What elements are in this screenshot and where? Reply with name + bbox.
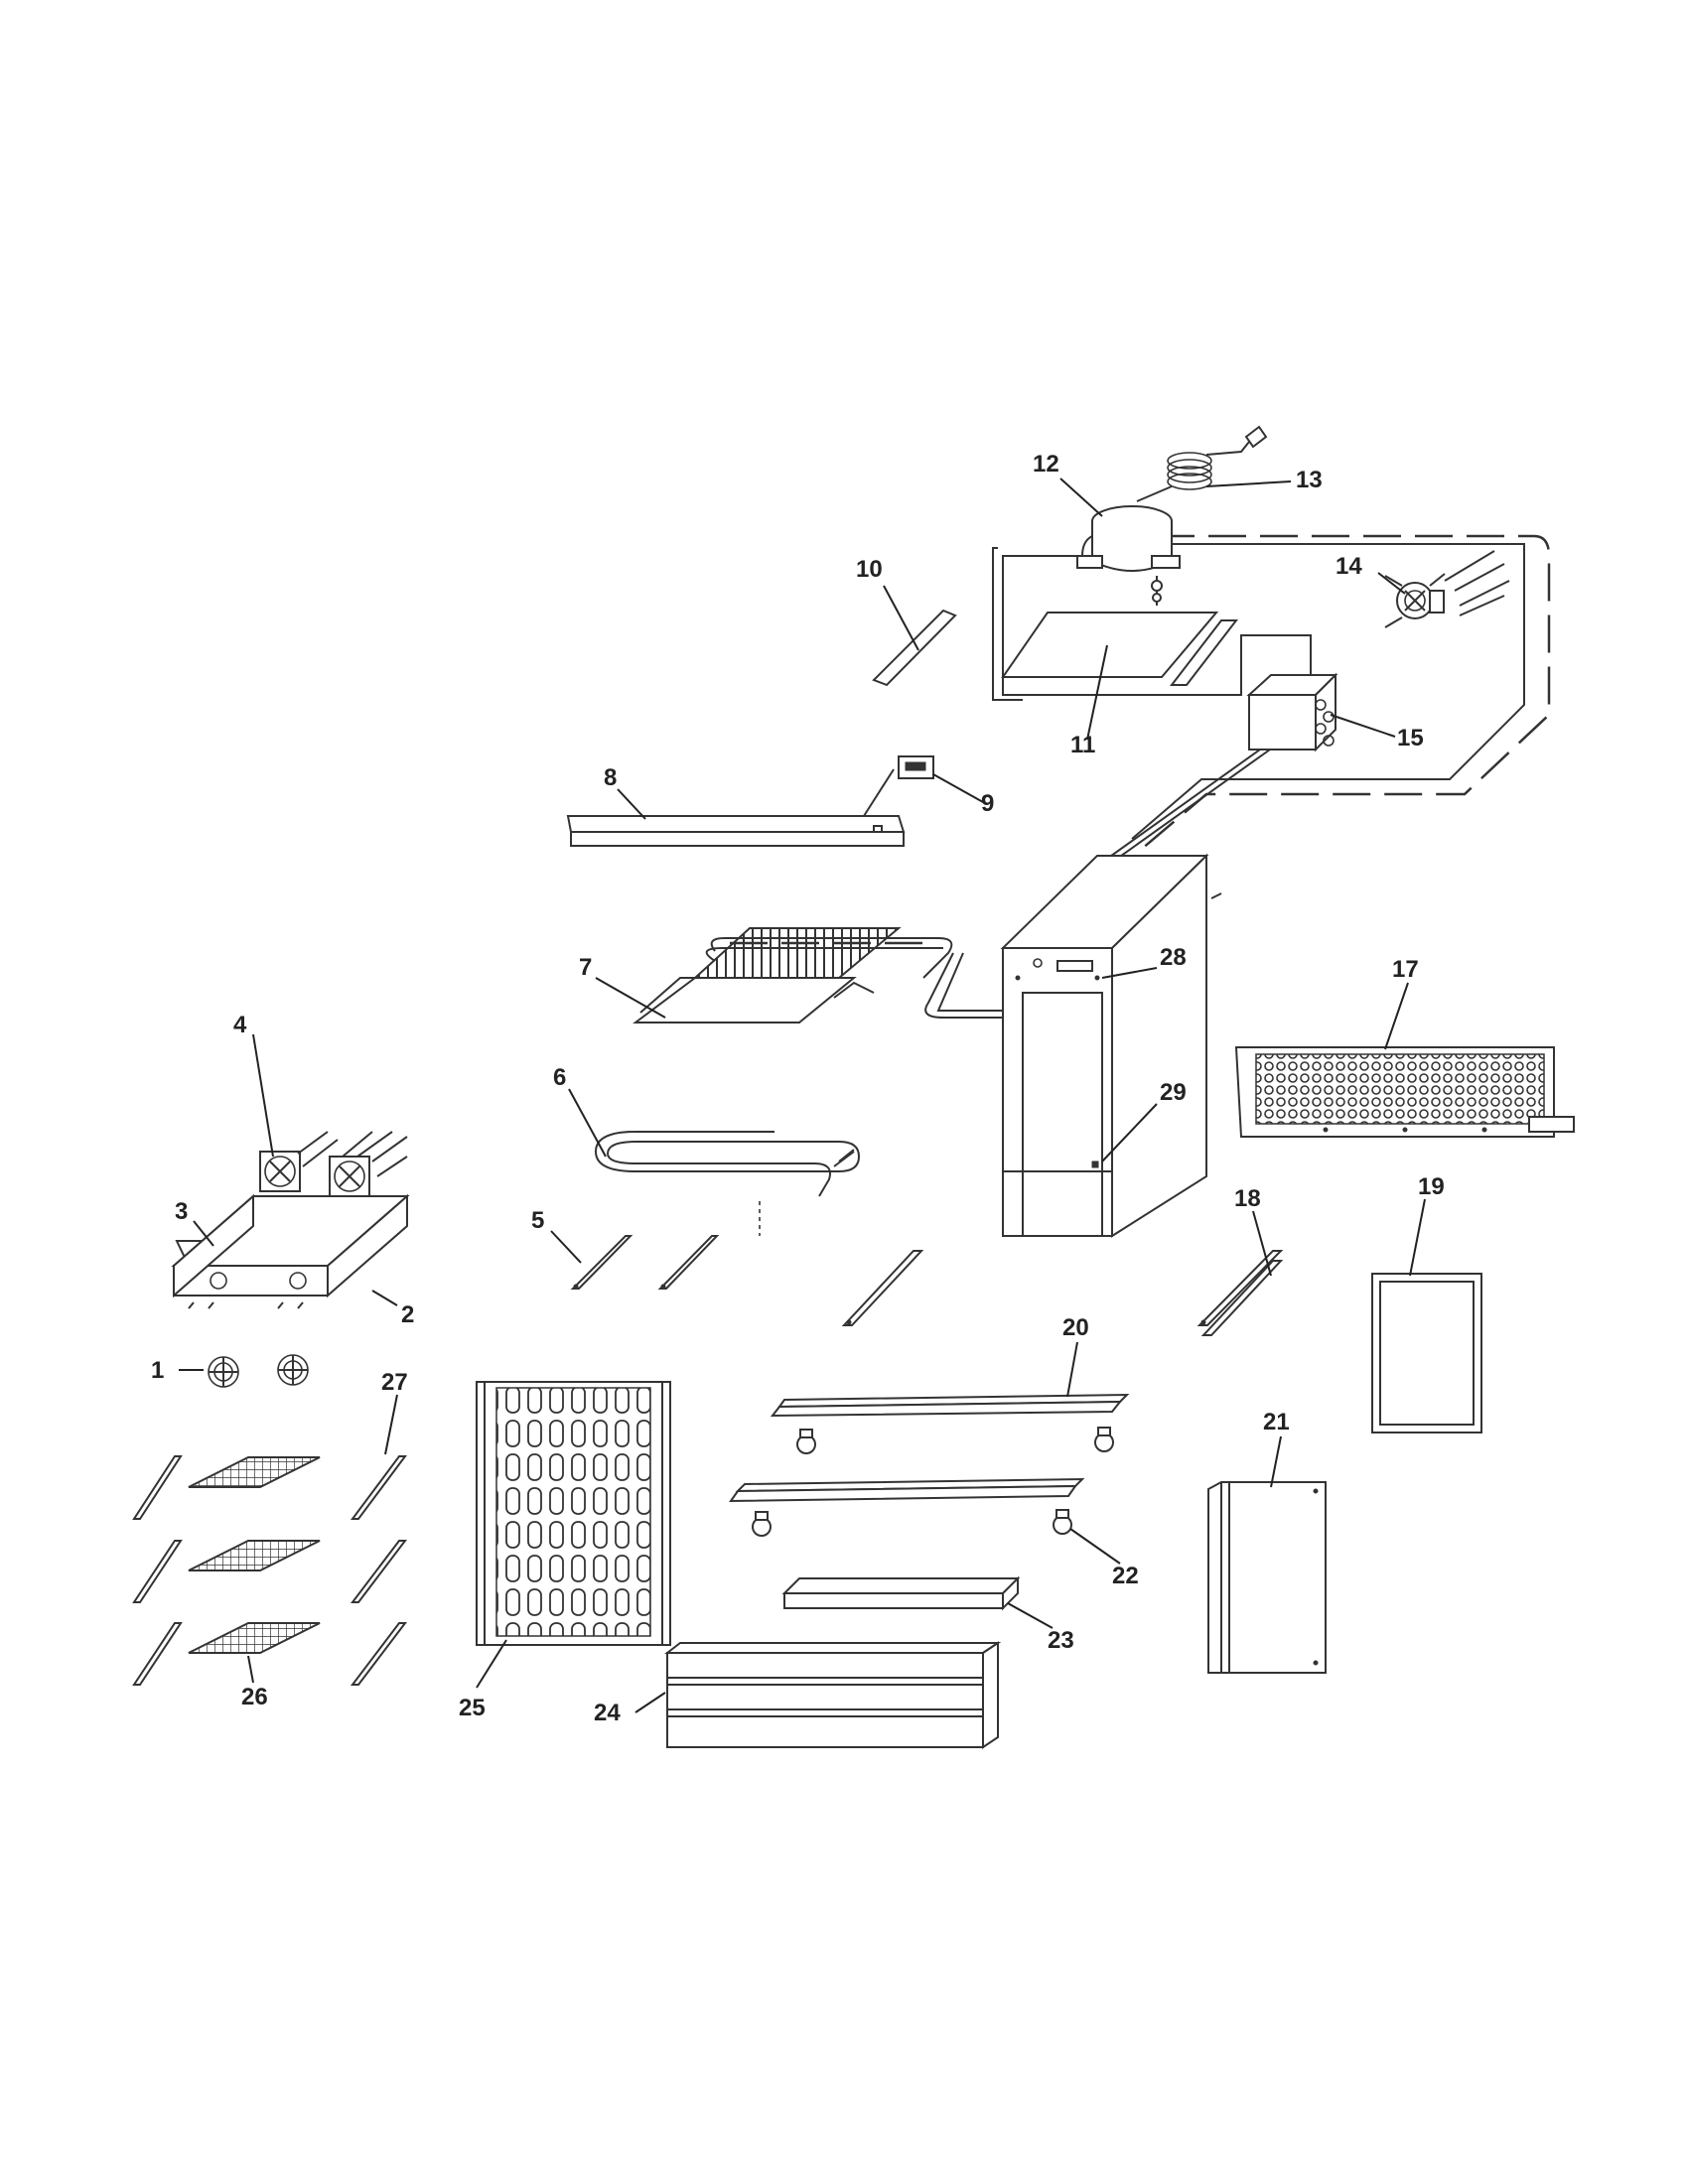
callout-6: 6 <box>553 1064 566 1091</box>
compressor[interactable] <box>1076 505 1181 606</box>
base-rails[interactable] <box>729 1393 1130 1503</box>
drain-heater[interactable] <box>594 1131 861 1236</box>
condenser[interactable] <box>1246 672 1338 752</box>
callout-7: 7 <box>579 954 592 981</box>
refrigerant-tubing <box>992 534 1551 899</box>
condenser-fan[interactable] <box>1384 550 1510 628</box>
callout-5: 5 <box>531 1207 544 1234</box>
callout-12: 12 <box>1033 451 1059 478</box>
louvered-kickplate[interactable] <box>664 1641 1002 1749</box>
compressor-base-plate[interactable] <box>1001 612 1239 686</box>
callout-26: 26 <box>241 1684 268 1710</box>
front-grille[interactable] <box>1234 1046 1575 1138</box>
callout-15: 15 <box>1397 725 1424 751</box>
drain-pan[interactable] <box>781 1575 1021 1611</box>
callout-22: 22 <box>1112 1563 1139 1589</box>
casters[interactable] <box>752 1427 1114 1537</box>
shelf-standards[interactable] <box>132 1455 408 1686</box>
bracket-10[interactable] <box>872 609 957 687</box>
callout-9: 9 <box>981 790 994 817</box>
shelf-support-rails[interactable] <box>570 1235 1284 1326</box>
callout-17: 17 <box>1392 956 1419 983</box>
callout-28: 28 <box>1160 944 1187 971</box>
evaporator-fans[interactable] <box>259 1131 408 1197</box>
callout-24: 24 <box>594 1700 621 1726</box>
callout-10: 10 <box>856 556 883 583</box>
callout-18: 18 <box>1234 1185 1261 1212</box>
callout-8: 8 <box>604 764 617 791</box>
wire-shelves[interactable] <box>188 1456 321 1654</box>
fan-guards[interactable] <box>208 1354 309 1388</box>
door-hinge-bracket[interactable] <box>1200 1260 1284 1336</box>
callout-20: 20 <box>1062 1314 1089 1341</box>
callout-labels: 1 2 3 4 5 6 7 8 9 10 11 12 13 14 15 17 1… <box>151 451 1445 1726</box>
cabinet[interactable] <box>1000 853 1209 1238</box>
front-rail[interactable] <box>566 815 906 847</box>
callout-3: 3 <box>175 1198 188 1225</box>
callout-11: 11 <box>1070 732 1095 758</box>
callout-13: 13 <box>1296 467 1323 493</box>
callout-2: 2 <box>401 1301 414 1328</box>
callout-21: 21 <box>1263 1409 1290 1435</box>
power-cord[interactable] <box>1136 425 1268 502</box>
callout-29: 29 <box>1160 1079 1187 1106</box>
callout-14: 14 <box>1336 553 1362 580</box>
evaporator[interactable] <box>633 927 1023 1024</box>
temperature-control[interactable] <box>863 755 934 817</box>
leader-lines <box>179 478 1426 1713</box>
callout-1: 1 <box>151 1357 164 1384</box>
callout-19: 19 <box>1418 1173 1445 1200</box>
callout-25: 25 <box>459 1695 486 1721</box>
callout-23: 23 <box>1048 1627 1074 1654</box>
door[interactable] <box>1207 1481 1327 1674</box>
evaporator-housing[interactable] <box>171 1193 410 1309</box>
callout-27: 27 <box>381 1369 408 1396</box>
perforated-panel[interactable] <box>476 1381 671 1646</box>
callout-4: 4 <box>233 1012 247 1038</box>
door-gasket[interactable] <box>1371 1273 1482 1433</box>
